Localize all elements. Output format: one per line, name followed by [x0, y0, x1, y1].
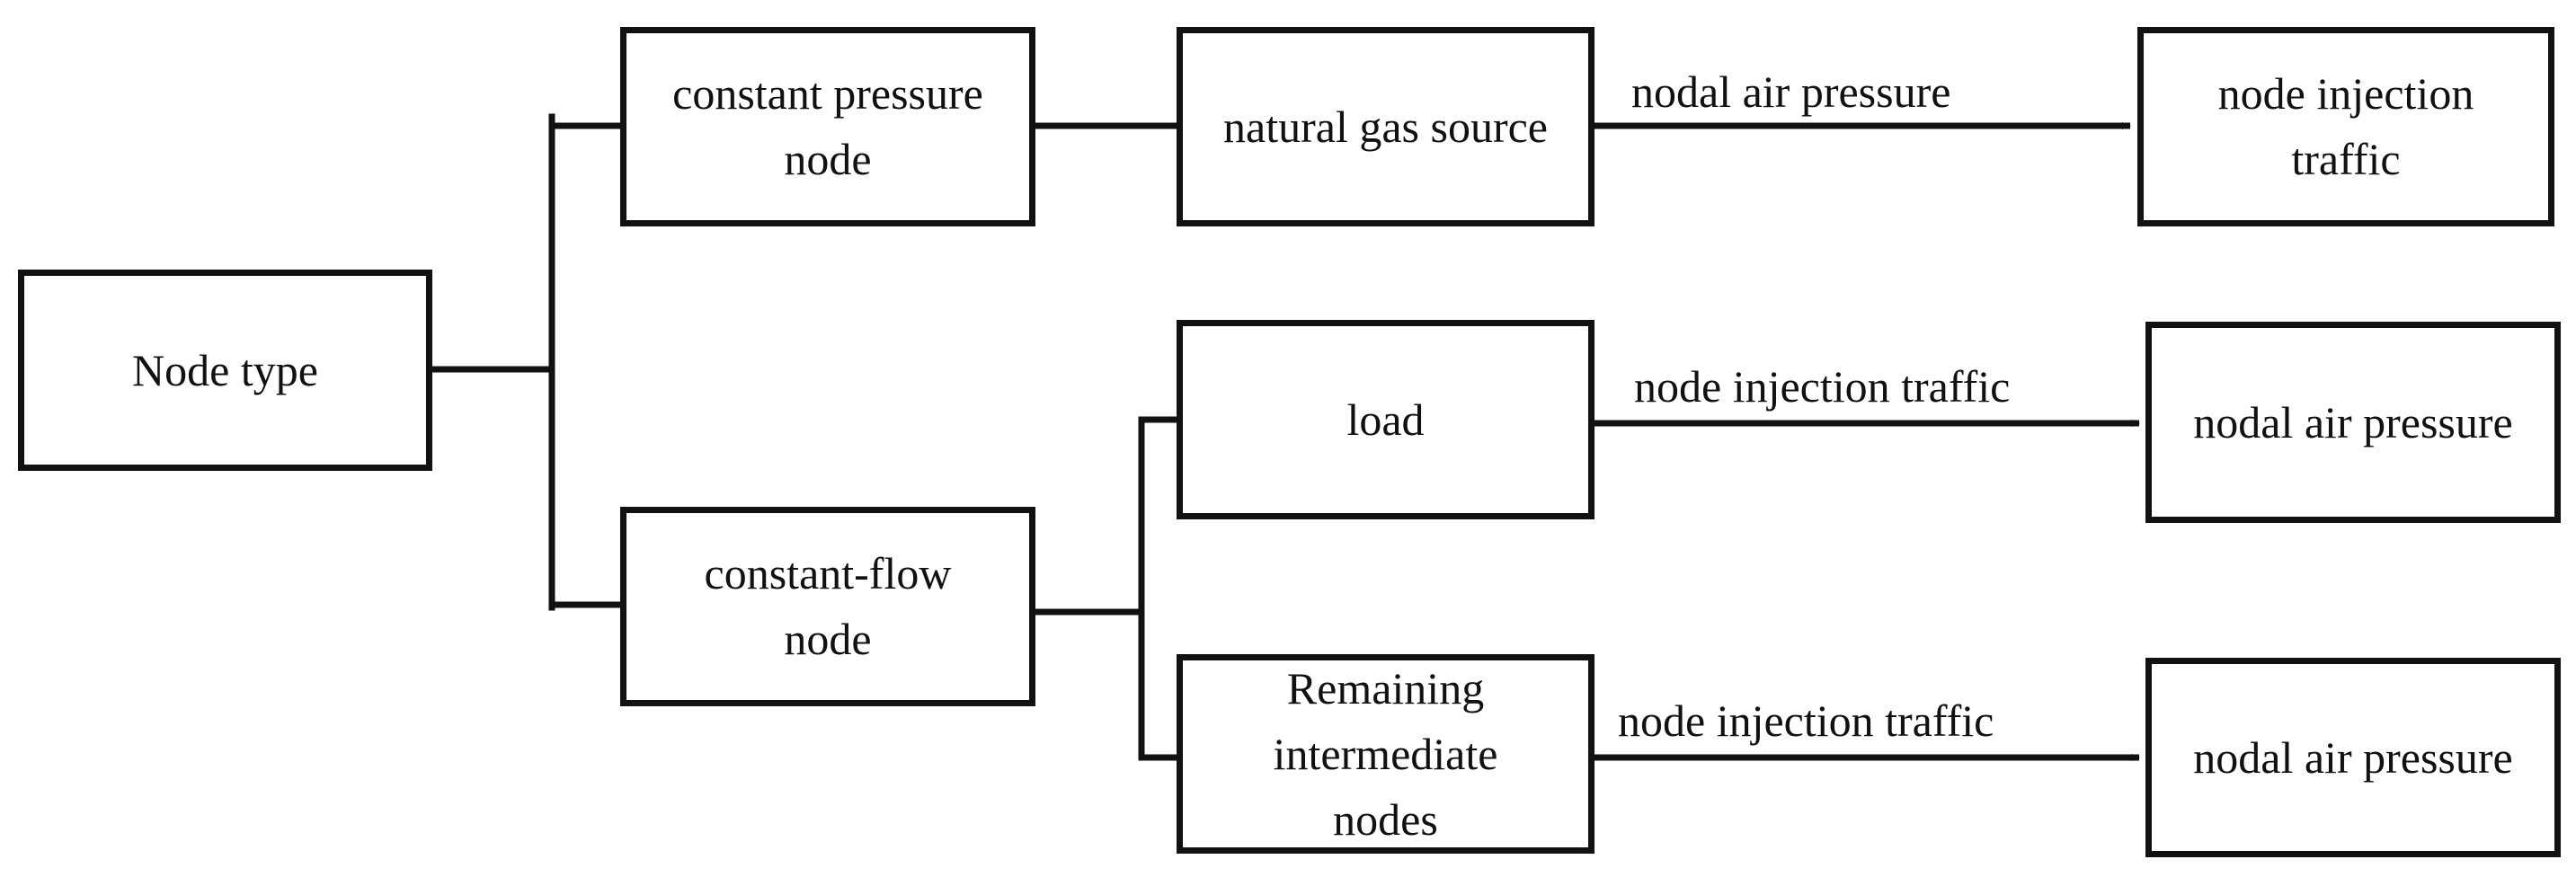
constant-pressure-node-label: constant pressure node	[672, 68, 983, 184]
node-type-label: Node type	[132, 344, 318, 395]
load-box: load	[1177, 320, 1594, 519]
constant-pressure-node-box: constant pressure node	[620, 27, 1035, 226]
constant-flow-node-label: constant-flow node	[704, 548, 952, 664]
nodal-air-pressure-output-label-1: nodal air pressure	[2193, 396, 2513, 447]
nodal-air-pressure-output-label-2: nodal air pressure	[2193, 731, 2513, 783]
remaining-intermediate-nodes-label: Remaining intermediate nodes	[1273, 662, 1498, 845]
node-type-box: Node type	[18, 270, 432, 471]
node-injection-traffic-output-box: node injection traffic	[2137, 27, 2554, 226]
constant-flow-node-box: constant-flow node	[620, 507, 1035, 706]
nodal-air-pressure-output-box-1: nodal air pressure	[2145, 322, 2561, 523]
remaining-intermediate-nodes-box: Remaining intermediate nodes	[1177, 654, 1594, 854]
natural-gas-source-label: natural gas source	[1223, 101, 1548, 152]
natural-gas-source-box: natural gas source	[1177, 27, 1594, 226]
edge-label-mid: node injection traffic	[1634, 361, 2011, 412]
edge-label-bottom: node injection traffic	[1618, 696, 1994, 746]
nodal-air-pressure-output-box-2: nodal air pressure	[2145, 658, 2561, 857]
node-injection-traffic-output-label: node injection traffic	[2217, 68, 2474, 184]
load-label: load	[1346, 394, 1425, 445]
edge-label-top: nodal air pressure	[1631, 66, 1951, 117]
